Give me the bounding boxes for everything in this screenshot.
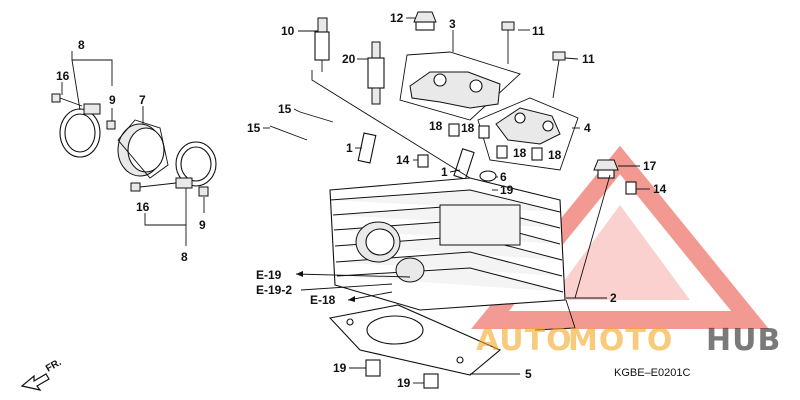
callout-18-a: 18 bbox=[429, 119, 443, 133]
watermark-hub: HUB bbox=[706, 323, 781, 358]
callout-2: 2 bbox=[610, 291, 617, 305]
callout-15-upper: 15 bbox=[278, 102, 292, 116]
callout-8-lower: 8 bbox=[181, 250, 188, 264]
cylinder-head-2 bbox=[329, 177, 566, 311]
watermark-moto: MOTO bbox=[568, 323, 673, 358]
callout-1-left: 1 bbox=[346, 141, 353, 155]
cap-nut-12 bbox=[413, 11, 437, 31]
callout-4: 4 bbox=[584, 121, 591, 135]
watermark-logo: AUTO MOTO HUB bbox=[476, 323, 781, 358]
callout-9-lower: 9 bbox=[199, 218, 206, 232]
callout-19-lower-b: 19 bbox=[397, 376, 411, 390]
rocker-holder-4 bbox=[495, 107, 561, 145]
seal-14-right bbox=[625, 181, 637, 195]
front-arrow-label: FR. bbox=[44, 357, 64, 375]
leader-line-2 bbox=[534, 299, 576, 331]
callout-11-upper: 11 bbox=[532, 24, 545, 38]
callout-9-upper: 9 bbox=[109, 93, 116, 107]
callout-10: 10 bbox=[281, 24, 295, 38]
bolt-16-lower bbox=[130, 182, 177, 192]
callout-3: 3 bbox=[449, 17, 456, 31]
callout-17: 17 bbox=[643, 159, 657, 173]
rocker-holder-3 bbox=[409, 71, 501, 109]
seal-14-left bbox=[417, 154, 429, 168]
leader-box-4 bbox=[477, 97, 579, 171]
spark-plug-20 bbox=[367, 41, 385, 105]
insulator-7 bbox=[117, 119, 169, 179]
bolt-16-upper bbox=[51, 93, 83, 107]
stud-15-lower bbox=[269, 125, 308, 141]
valve-guide-1-left bbox=[357, 132, 377, 164]
callout-19-lower-a: 19 bbox=[333, 361, 347, 375]
nut-9-upper bbox=[106, 120, 116, 130]
callout-18-b: 18 bbox=[461, 121, 475, 135]
callout-8-upper: 8 bbox=[78, 38, 85, 52]
diagram-code: KGBE–E0201C bbox=[614, 367, 690, 379]
callout-19-upper: 19 bbox=[500, 183, 514, 197]
o-ring-6 bbox=[479, 170, 497, 182]
ref-e18: E-18 bbox=[310, 293, 336, 307]
callout-12: 12 bbox=[390, 11, 404, 25]
callout-11-lower: 11 bbox=[582, 52, 595, 66]
callout-14-right: 14 bbox=[653, 182, 667, 196]
callout-leaders bbox=[61, 17, 650, 384]
dowel-19-lower-b bbox=[423, 373, 439, 389]
ref-e19-2: E-19-2 bbox=[256, 283, 292, 297]
callout-7: 7 bbox=[139, 93, 146, 107]
ref-e19: E-19 bbox=[256, 268, 282, 282]
reference-arrows bbox=[295, 271, 411, 302]
leader-line-10 bbox=[311, 70, 471, 179]
hose-clamp-upper bbox=[59, 103, 101, 158]
dowel-19-lower-a bbox=[365, 359, 381, 377]
head-gasket-5 bbox=[328, 304, 502, 376]
bolt-11-b bbox=[552, 51, 566, 99]
bolt-11-a bbox=[501, 21, 515, 64]
callout-labels: 8 16 9 7 16 9 8 10 12 3 11 20 11 15 15 1… bbox=[56, 11, 667, 390]
callout-16-upper: 16 bbox=[56, 69, 70, 83]
callout-16-lower: 16 bbox=[136, 200, 150, 214]
stud-15-upper bbox=[299, 111, 334, 123]
nut-9-lower bbox=[198, 186, 209, 197]
cap-nut-17 bbox=[593, 159, 619, 179]
callout-14-left: 14 bbox=[396, 153, 410, 167]
callout-15-lower: 15 bbox=[247, 121, 261, 135]
callout-18-c: 18 bbox=[513, 146, 527, 160]
spark-plug-10 bbox=[314, 17, 330, 72]
callout-5: 5 bbox=[525, 367, 532, 381]
hose-clamp-lower bbox=[175, 141, 217, 189]
front-arrow-icon bbox=[20, 373, 50, 391]
callout-20: 20 bbox=[342, 52, 356, 66]
callout-1-right: 1 bbox=[441, 165, 448, 179]
dowel-pins-18 bbox=[448, 123, 543, 161]
watermark-auto: AUTO bbox=[476, 323, 573, 358]
callout-18-d: 18 bbox=[548, 148, 562, 162]
callout-6: 6 bbox=[500, 170, 507, 184]
